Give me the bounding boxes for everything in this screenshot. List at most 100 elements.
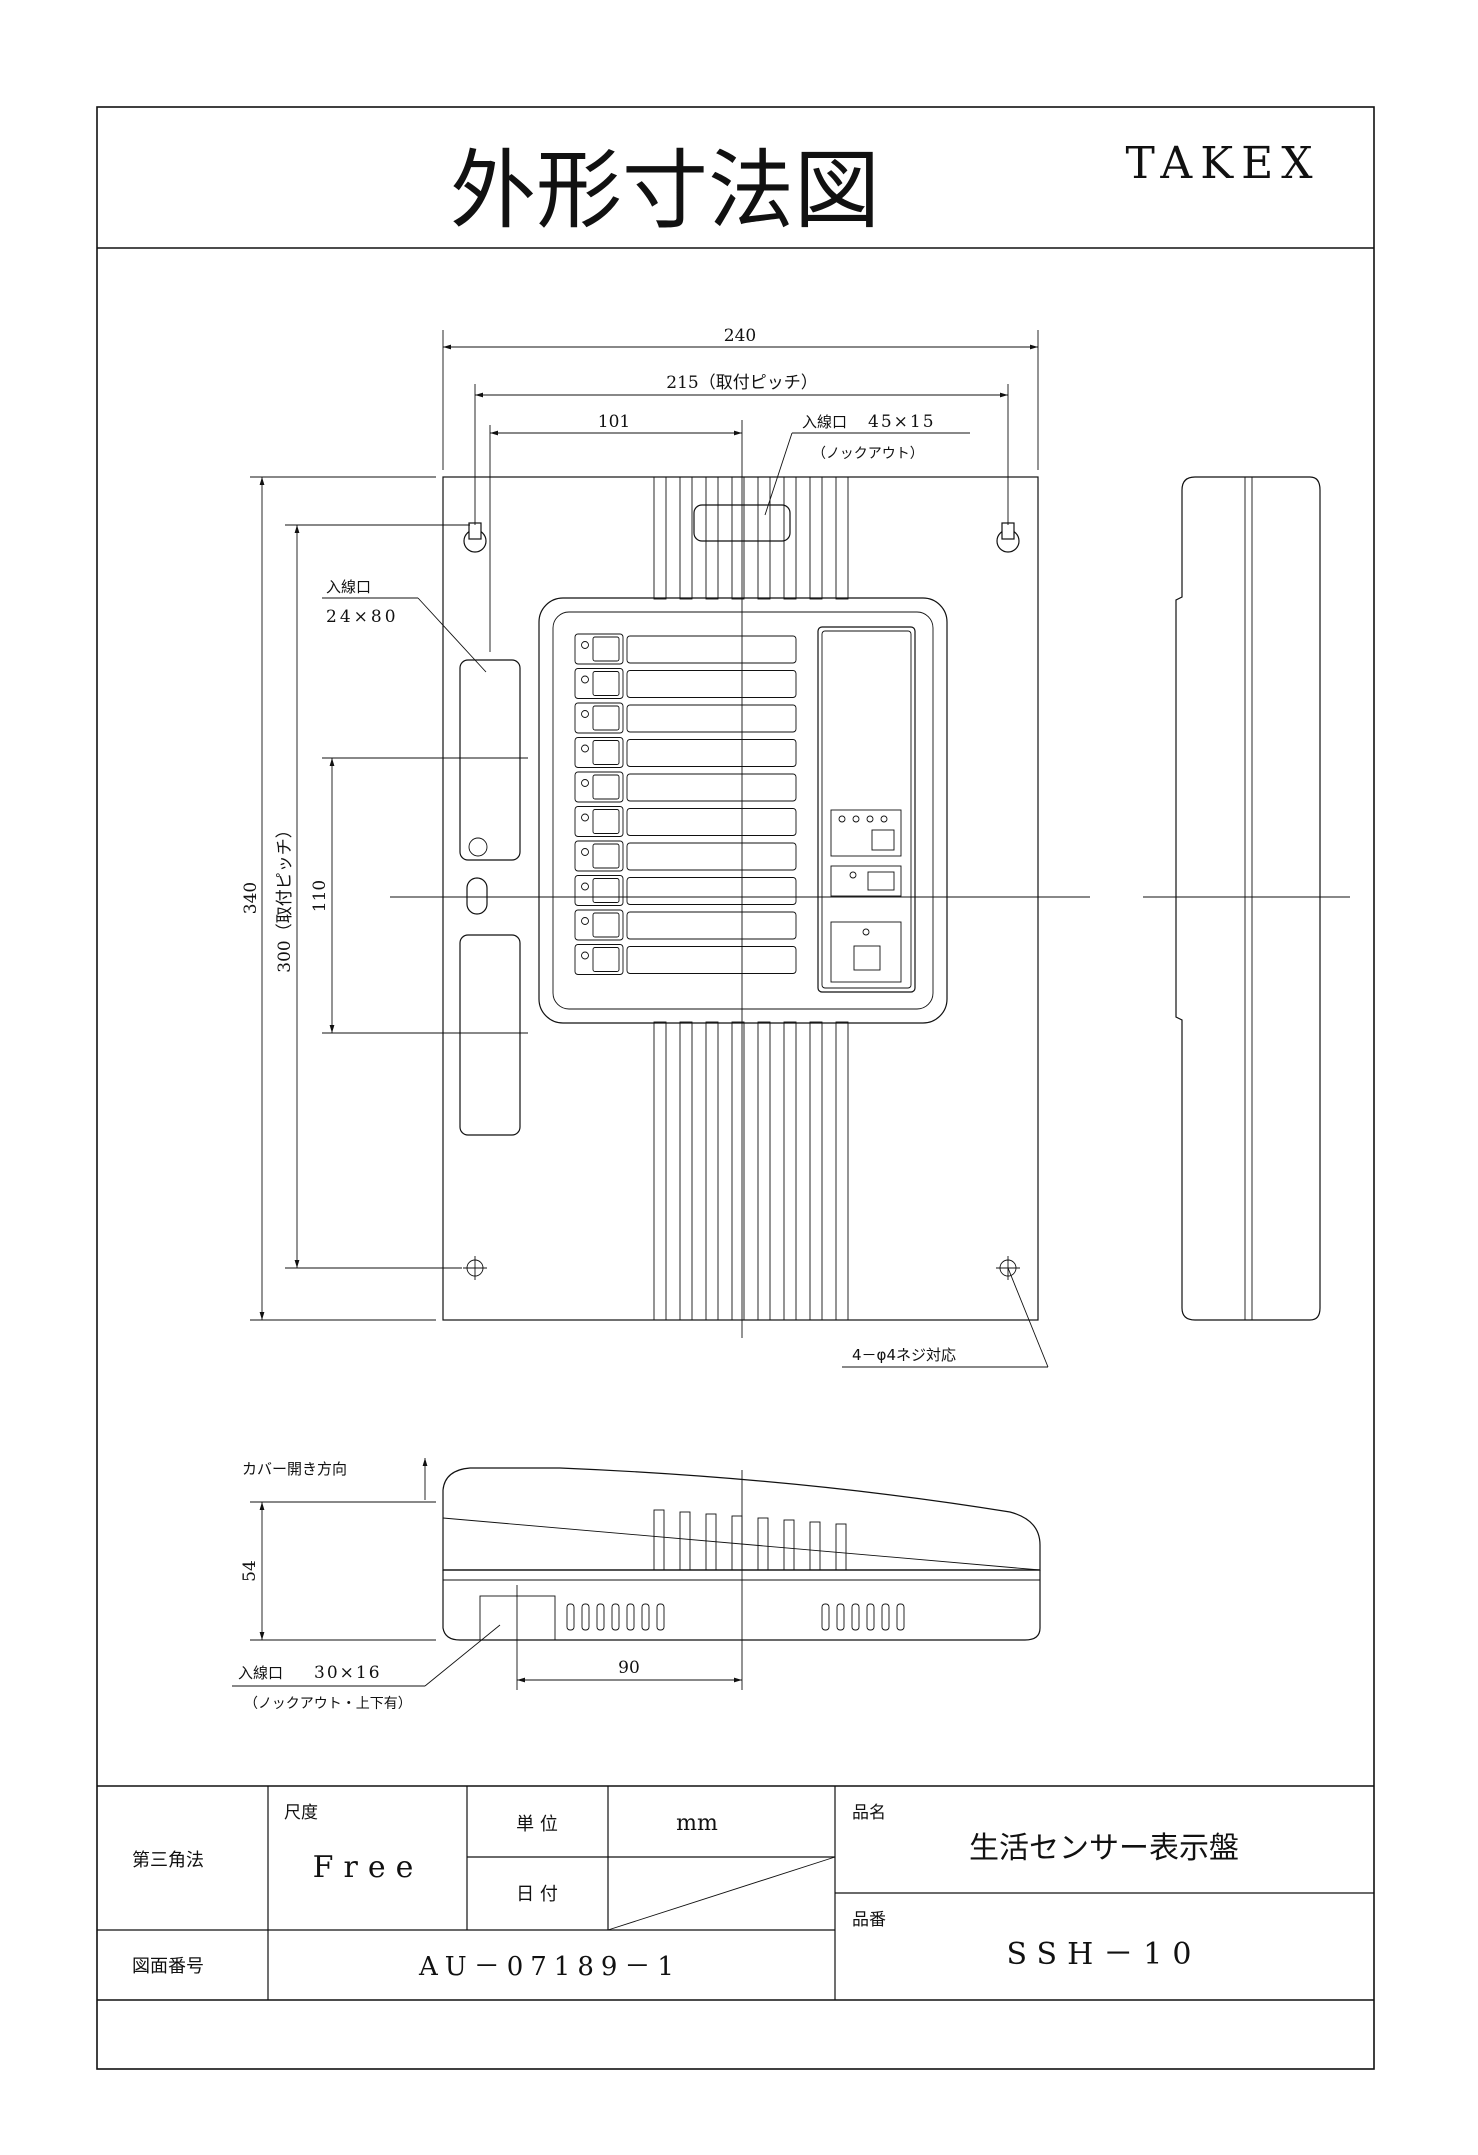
zone-row [574, 944, 797, 975]
entry-knockout-bottom [479, 1595, 556, 1641]
zone-label-strip [626, 911, 797, 940]
entry-left-label: 入線口 [326, 578, 371, 596]
zone-button [592, 878, 620, 903]
entry-top-leader [764, 432, 793, 516]
control-button-3 [853, 945, 881, 971]
entry-left-leader [417, 597, 487, 673]
zone-row [574, 806, 797, 837]
zone-lamp [581, 744, 589, 753]
date-empty-slash [607, 1856, 836, 1931]
dim-101: 101 [598, 412, 630, 432]
unit-label: 単 位 [516, 1814, 558, 1835]
zone-lamp [581, 951, 589, 960]
control-panel-inner [821, 630, 912, 989]
entry-left-size: 24×80 [326, 607, 399, 627]
zone-row [574, 840, 797, 872]
product-name: 生活センサー表示盤 [969, 1831, 1239, 1866]
zone-button [592, 947, 620, 972]
screw-note: 4－φ4ネジ対応 [852, 1346, 956, 1364]
zone-label-strip [626, 842, 797, 871]
zone-button [592, 912, 620, 938]
zone-lamp [581, 641, 589, 649]
zone-button [592, 843, 620, 869]
slot-switch [466, 877, 488, 915]
screw-left [463, 1256, 487, 1280]
entry-bottom-note: （ノックアウト・上下有） [244, 1696, 412, 1712]
indicator-lamp-left [468, 837, 488, 857]
zone-label-strip [626, 670, 797, 698]
zone-lamp [581, 917, 589, 925]
unit-value: mm [676, 1811, 718, 1836]
zone-button [592, 740, 620, 765]
zone-label-strip [626, 704, 797, 733]
entry-bottom-size: 30×16 [314, 1663, 382, 1683]
entry-top-note: （ノックアウト） [812, 446, 924, 462]
zone-lamp [581, 779, 589, 787]
zone-button [592, 809, 620, 834]
cover-outline [442, 1467, 1041, 1571]
keyhole-left [463, 522, 487, 553]
front-cover-inner [552, 611, 934, 1010]
zone-label-strip [626, 635, 797, 664]
bottom-side-view: カバー開き方向 54 90 入線口 30×16 （ノックアウト・上下有） [232, 1458, 1041, 1712]
entry-bottom-leader [424, 1624, 501, 1687]
control-button-2 [867, 871, 895, 891]
drawing-frame [96, 106, 1375, 2070]
base-outline [442, 1570, 1041, 1641]
dim-110: 110 [310, 880, 330, 912]
vent-slots-left [566, 1603, 665, 1631]
control-button-1 [871, 829, 895, 851]
front-cover [538, 597, 948, 1024]
zone-label-strip [626, 773, 797, 802]
cover-direction-label: カバー開き方向 [242, 1460, 347, 1478]
control-button-group-1 [830, 809, 902, 857]
zone-row [574, 771, 797, 803]
vent-slots-right [821, 1603, 905, 1631]
control-button-group-2 [830, 865, 902, 897]
product-name-label: 品名 [852, 1803, 886, 1823]
product-no: SSH－10 [1007, 1937, 1202, 1972]
entry-top-label: 入線口 [802, 413, 847, 431]
ribs-top [653, 476, 849, 600]
dim-54: 54 [240, 1560, 260, 1582]
product-no-label: 品番 [852, 1910, 886, 1930]
zone-row [574, 737, 797, 768]
ribs-bottom [653, 1021, 849, 1321]
zone-label-strip [626, 946, 797, 974]
zone-lamp [581, 710, 589, 718]
projection-method: 第三角法 [132, 1850, 204, 1871]
date-label: 日 付 [516, 1884, 558, 1905]
title-block: 第三角法 尺度 Free 単 位 mm 日 付 品名 生活センサー表示盤 品番 … [97, 1785, 1374, 2001]
entry-knockout-left-upper [459, 659, 521, 861]
entry-knockout-left-lower [459, 934, 521, 1136]
zone-button [592, 636, 620, 662]
scale-label: 尺度 [284, 1803, 318, 1823]
zone-lamp [581, 848, 589, 856]
zone-row [574, 875, 797, 906]
drawing-no: AU－07189－1 [418, 1952, 681, 1982]
zone-button [592, 705, 620, 731]
zone-button [592, 671, 620, 696]
zone-lamp [581, 675, 589, 684]
zone-row [574, 702, 797, 734]
zone-button [592, 774, 620, 800]
zone-label-strip [626, 877, 797, 905]
zone-lamp [581, 813, 589, 822]
drawing-no-label: 図面番号 [132, 1956, 204, 1977]
zone-row [574, 633, 797, 665]
control-button-group-3 [830, 921, 902, 983]
screw-note-leader [1007, 1267, 1049, 1368]
right-side-view [1143, 476, 1350, 1321]
scale-value: Free [313, 1850, 424, 1885]
dim-90: 90 [618, 1658, 640, 1678]
control-panel [817, 626, 916, 993]
zone-row [574, 909, 797, 941]
dim-width: 240 [724, 326, 756, 346]
entry-top-size: 45×15 [868, 412, 936, 432]
zone-rows [574, 633, 797, 975]
front-view: 240 215（取付ピッチ） 101 入線口 45×15 （ノックアウト） 入線… [241, 326, 1090, 1368]
dim-pitch-v: 300（取付ピッチ） [275, 821, 295, 972]
dim-pitch-h: 215（取付ピッチ） [666, 373, 817, 393]
entry-bottom-label: 入線口 [238, 1664, 283, 1682]
